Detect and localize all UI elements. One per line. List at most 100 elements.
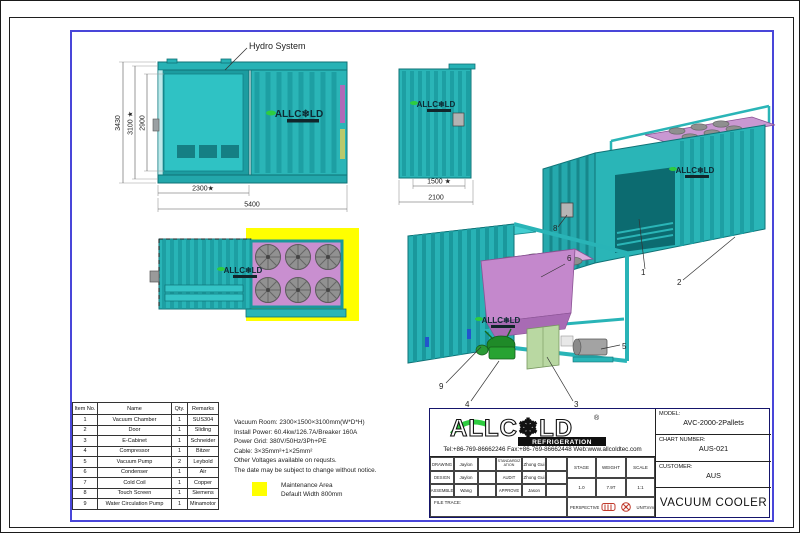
- perspective-cell: PERSPECTIVE UNIT:mm: [567, 497, 655, 517]
- assemble-label: ASSEMBLE: [430, 484, 454, 497]
- iso-container-rear: ALLC❄LD: [407, 222, 629, 370]
- notes-block: Vacuum Room: 2300×1500×3100mm(W*D*H) Ins…: [234, 418, 434, 476]
- allcold-logo-small: ALLC❄LD: [669, 166, 715, 178]
- title-block-right: MODEL: AVC-2000-2Pallets CHART NUMBER: A…: [655, 409, 771, 517]
- top-view-drawing: ALLC❄LD: [149, 228, 359, 321]
- door-track: [164, 284, 244, 293]
- doc-title: VACUUM COOLER: [659, 496, 768, 509]
- col-item-no: Item No.: [72, 402, 98, 415]
- iso-view-machine-bay: ALLC❄LD 6 5 9 4 3: [407, 222, 629, 409]
- audit-label: AUDIT: [496, 471, 522, 484]
- callouts: 6 5 9 4 3: [439, 254, 627, 409]
- model-label: MODEL:: [659, 411, 681, 417]
- note-vacuum-room: Vacuum Room: 2300×1500×3100mm(W*D*H): [234, 419, 365, 426]
- empty-cell: [546, 457, 567, 471]
- drawing-value: Jaylon: [454, 457, 478, 471]
- legend-default-width-label: Default Width 800mm: [281, 491, 343, 498]
- dim-3430: 3430: [115, 115, 122, 131]
- design-label: DESIGN: [430, 471, 454, 484]
- empty-cell: [546, 484, 567, 497]
- dimension-lines: [398, 179, 474, 205]
- top-railing: [610, 104, 770, 143]
- side-unit: ALLC❄LD: [398, 63, 476, 179]
- door-track: [164, 293, 244, 302]
- lock-rod: [467, 329, 471, 339]
- iso-view-open-end: ALLC❄LD 8 1 2: [542, 104, 776, 287]
- note-install-power: Install Power: 60.4kw/126.7A/Breaker 160…: [234, 428, 358, 436]
- front-view-drawing: ALLC❄LD Hydro System 3430 3100 ★ 2900 23…: [115, 41, 348, 212]
- logo-wordmark: ALLC❄LD: [676, 166, 715, 175]
- col-qty: Qty.: [171, 402, 188, 415]
- customer-label: CUSTOMER:: [659, 464, 693, 470]
- standardization-value: Zhong Gui: [522, 457, 546, 471]
- louver-grilles: [177, 145, 239, 158]
- dim-1500: 1500 ★: [427, 178, 451, 186]
- legend-maintenance-label: Maintenance Area: [281, 482, 333, 489]
- logo-swoosh: [266, 110, 276, 116]
- dim-2900: 2900: [140, 115, 147, 131]
- corrugation: [162, 240, 246, 308]
- dimension-labels: 1500 ★ 2100: [427, 178, 451, 202]
- customer-row: CUSTOMER: AUS: [656, 462, 771, 488]
- callout-1: 1: [641, 268, 646, 277]
- chart-number-value: AUS-021: [698, 444, 729, 453]
- model-row: MODEL: AVC-2000-2Pallets: [656, 409, 771, 435]
- hydro-leader-line: [224, 47, 248, 71]
- standardization-label: STANDARDIZATION: [496, 457, 522, 471]
- empty-cell: [478, 484, 496, 497]
- vacuum-pump: [560, 335, 614, 363]
- condenser-front: [480, 248, 576, 324]
- maintenance-area-swatch: [252, 482, 267, 496]
- contact-line: Tel:+86-769-86662246 Fax:+86-769-8666244…: [430, 446, 655, 457]
- empty-cell: [546, 471, 567, 484]
- note-power-grid: Power Grid: 380V/50Hz/3Ph+PE: [234, 438, 327, 446]
- audit-value: Zhong Gui: [522, 471, 546, 484]
- logo-subtitle: REFRIGERATION: [532, 439, 592, 446]
- logo-swoosh: [450, 419, 489, 436]
- iso-container: ALLC❄LD: [542, 104, 776, 280]
- lifting-lug: [220, 58, 232, 64]
- scale-value: 1:1: [626, 478, 655, 497]
- callout-5: 5: [622, 342, 627, 351]
- assemble-value: Wang: [454, 484, 478, 497]
- perspective-label: PERSPECTIVE: [570, 504, 600, 510]
- condenser-hopper: [486, 312, 572, 338]
- logo-wordmark: ALLC❄LD: [224, 266, 263, 275]
- allcold-logo-small: ALLC❄LD: [475, 316, 521, 328]
- weight-label: WEIGHT: [596, 457, 626, 478]
- chart-number-label: CHART NUMBER:: [659, 437, 706, 443]
- lock-rod: [425, 337, 429, 347]
- maintenance-legend: Maintenance Area Default Width 800mm: [281, 481, 342, 499]
- hydro-system-label: Hydro System: [249, 41, 306, 51]
- dimension-lines: [119, 61, 348, 212]
- callouts: 8 1 2: [553, 214, 736, 287]
- chart-number-row: CHART NUMBER: AUS-021: [656, 435, 771, 462]
- note-date: The date may be subject to change withou…: [234, 466, 377, 474]
- stage-value: 1.0: [567, 478, 596, 497]
- registered-mark: ®: [594, 414, 600, 422]
- approve-label: APPROVE: [496, 484, 522, 497]
- note-cable: Cable: 3×35mm²+1×25mm²: [234, 447, 313, 455]
- model-value: AVC-2000-2Pallets: [683, 418, 744, 427]
- door-handle: [152, 118, 160, 132]
- dim-2100: 2100: [428, 195, 444, 202]
- logo-wordmark: ALLC❄LD: [275, 109, 323, 120]
- title-block: ALLC❄LD ® REFRIGERATION Tel:+86-769-8666…: [429, 408, 771, 518]
- unit-label: UNIT:mm: [636, 504, 654, 510]
- weight-value: 7.9T: [596, 478, 626, 497]
- logo-wordmark: ALLC❄LD: [417, 100, 456, 109]
- note-voltages: Other Voltages available on requsts.: [234, 457, 337, 465]
- dimension-labels: 3430 3100 ★ 2900 2300★ 5400: [115, 111, 260, 208]
- touch-screen-box: [560, 202, 574, 218]
- paper-border: [9, 17, 794, 528]
